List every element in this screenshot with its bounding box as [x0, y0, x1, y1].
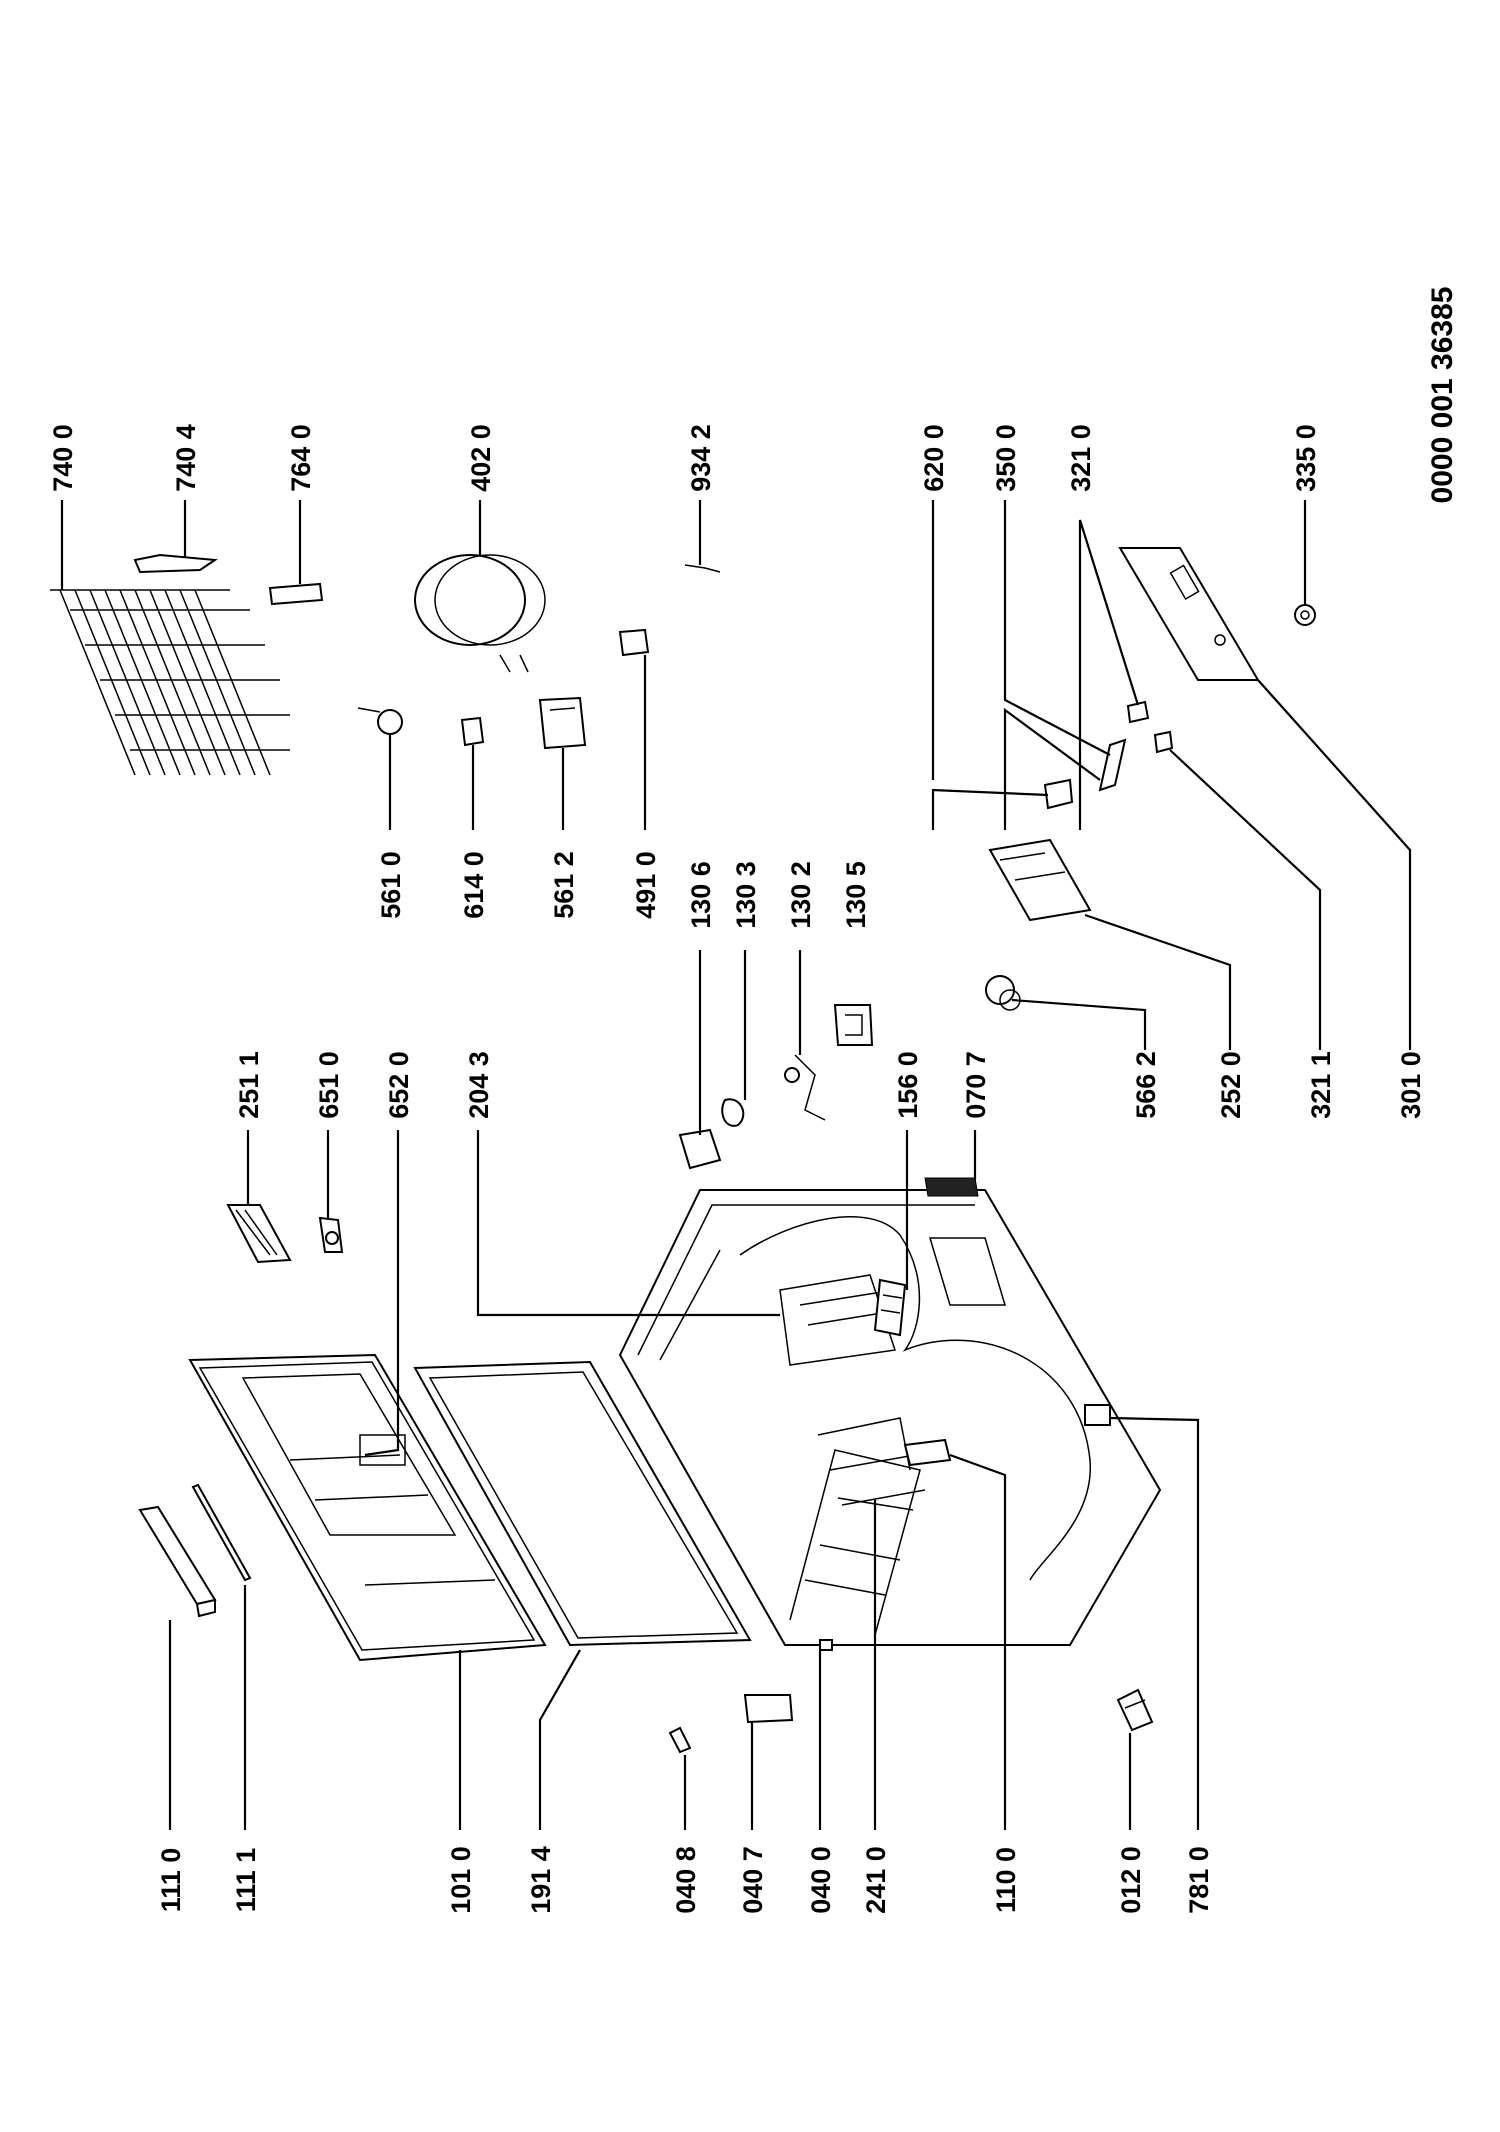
part-130-2	[784, 1054, 826, 1121]
label-781-0: 781 0	[1184, 1846, 1214, 1914]
part-compressor	[414, 554, 546, 673]
part-251-1	[226, 1204, 292, 1264]
part-350-0	[1098, 738, 1127, 792]
leader-lines	[60, 500, 1412, 1830]
part-012-0	[1116, 1688, 1154, 1732]
label-012-0: 012 0	[1116, 1846, 1146, 1914]
part-labels: 111 0 111 1 101 0 191 4 040 8 040 7 040 …	[48, 424, 1426, 1914]
label-934-2: 934 2	[686, 424, 716, 492]
label-566-2: 566 2	[1131, 1051, 1161, 1119]
part-040-8	[668, 1726, 692, 1754]
part-764-0	[268, 582, 324, 606]
label-130-5: 130 5	[841, 861, 871, 929]
label-740-0: 740 0	[48, 424, 78, 492]
label-040-7: 040 7	[738, 1846, 768, 1914]
label-251-1: 251 1	[234, 1051, 264, 1119]
part-321-0	[1126, 700, 1150, 724]
part-070-7	[924, 1177, 979, 1197]
part-561-0	[357, 707, 403, 735]
label-740-4: 740 4	[171, 424, 201, 492]
label-321-1: 321 1	[1306, 1051, 1336, 1119]
part-handle-profile	[138, 1505, 217, 1618]
part-trim-strip	[191, 1483, 252, 1582]
part-491-0	[618, 628, 650, 657]
label-156-0: 156 0	[893, 1051, 923, 1119]
label-101-0: 101 0	[446, 1846, 476, 1914]
label-620-0: 620 0	[919, 424, 949, 492]
part-651-0	[318, 1216, 344, 1253]
part-740-4	[133, 553, 218, 574]
part-040-7	[743, 1694, 794, 1724]
label-130-6: 130 6	[686, 861, 716, 929]
label-040-8: 040 8	[671, 1846, 701, 1914]
document-id: 0000 001 36385	[1426, 287, 1459, 504]
label-204-3: 204 3	[464, 1051, 494, 1119]
part-335-0	[1294, 604, 1316, 626]
label-614-0: 614 0	[459, 851, 489, 919]
label-491-0: 491 0	[631, 851, 661, 919]
label-652-0: 652 0	[384, 1051, 414, 1119]
label-350-0: 350 0	[991, 424, 1021, 492]
label-111-1: 111 1	[231, 1848, 261, 1913]
part-156-0	[873, 1278, 907, 1337]
label-321-0: 321 0	[1066, 424, 1096, 492]
label-335-0: 335 0	[1291, 424, 1321, 492]
label-561-0: 561 0	[376, 851, 406, 919]
part-lid	[188, 1353, 547, 1662]
part-condenser	[50, 589, 290, 776]
part-321-1	[1153, 730, 1174, 754]
part-thermostat-box	[988, 838, 1092, 922]
part-561-2	[538, 696, 587, 750]
label-130-3: 130 3	[731, 861, 761, 929]
part-614-0	[460, 716, 485, 747]
label-070-7: 070 7	[961, 1051, 991, 1119]
label-252-0: 252 0	[1216, 1051, 1246, 1119]
label-110-0: 110 0	[991, 1847, 1021, 1913]
part-130-6	[678, 1128, 722, 1170]
part-door-gasket	[413, 1360, 752, 1647]
part-934-2	[684, 564, 721, 573]
part-control-panel	[1118, 547, 1260, 681]
part-cabinet	[618, 1189, 1162, 1651]
part-110-0	[903, 1438, 952, 1467]
label-130-2: 130 2	[786, 861, 816, 929]
part-620-0	[1043, 778, 1074, 810]
label-402-0: 402 0	[466, 424, 496, 492]
label-040-0: 040 0	[806, 1846, 836, 1914]
label-561-2: 561 2	[549, 851, 579, 919]
label-651-0: 651 0	[314, 1051, 344, 1119]
label-301-0: 301 0	[1396, 1051, 1426, 1119]
part-566-2	[985, 975, 1021, 1011]
label-241-0: 241 0	[861, 1846, 891, 1914]
label-764-0: 764 0	[286, 424, 316, 492]
label-191-4: 191 4	[526, 1846, 556, 1914]
label-111-0: 111 0	[156, 1848, 186, 1913]
part-130-5	[833, 1004, 874, 1046]
part-130-3	[721, 1098, 745, 1127]
